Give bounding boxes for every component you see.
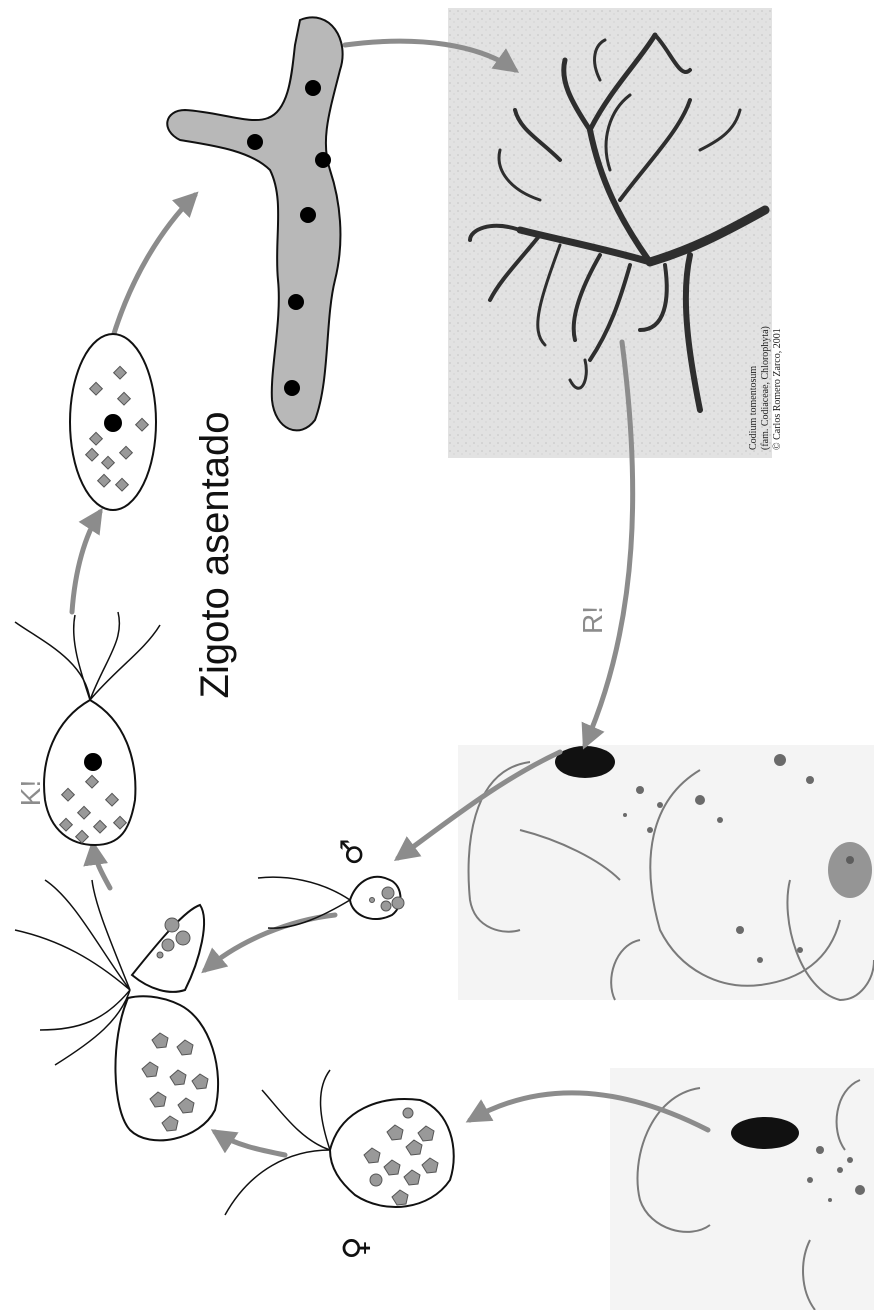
zygote-cell — [70, 334, 156, 510]
photo-credit-line-1: Codium tomentosum — [748, 366, 759, 450]
codium-thallus-photo: Codium tomentosum (fam. Codiaceae, Chlor… — [448, 8, 783, 458]
female-gamete — [225, 1070, 454, 1215]
karyogamy-label: K! — [15, 780, 46, 806]
female-symbol: ♀ — [336, 1236, 374, 1259]
photo-credit-line-3: © Carlos Romero Zarco, 2001 — [772, 328, 783, 450]
male-gametangia-photo — [458, 745, 874, 1000]
arrow-karyogamy — [93, 845, 110, 888]
photo-credit-line-2: (fam. Codiaceae, Chlorophyta) — [760, 326, 771, 450]
arrow-to-zygote-cell — [72, 512, 100, 612]
male-symbol: ♂ — [335, 839, 370, 866]
arrow-to-settled-zygote — [112, 195, 195, 340]
zygote-label: Zigoto asentado — [193, 412, 237, 699]
male-gamete — [258, 877, 404, 928]
meiosis-label: R! — [577, 606, 608, 634]
arrow-male-to-fusion — [205, 915, 335, 970]
planozygote — [15, 612, 160, 845]
fusing-gametes — [15, 880, 218, 1140]
arrow-female-to-fusion — [215, 1132, 285, 1155]
settled-zygote — [167, 17, 342, 430]
